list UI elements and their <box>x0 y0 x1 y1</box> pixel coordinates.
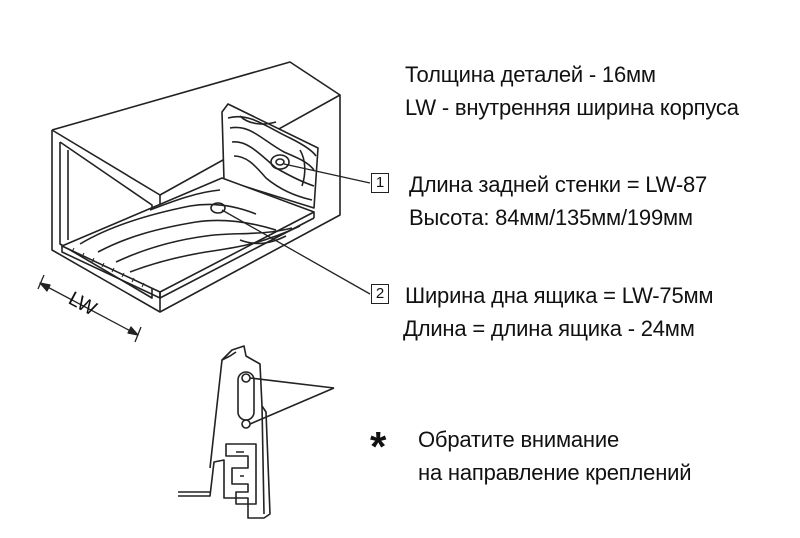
note-asterisk: * <box>370 423 387 470</box>
drawer-bottom <box>61 177 315 299</box>
leader-lines <box>221 163 371 295</box>
note-line-2: на направление креплений <box>418 460 692 485</box>
drawer-profile <box>178 345 335 519</box>
bottom-width-text: Ширина дна ящика = LW-75мм <box>405 283 714 308</box>
back-panel <box>221 103 319 209</box>
lw-dimension-line <box>37 274 142 343</box>
back-wall-height-text: Высота: 84мм/135мм/199мм <box>409 205 693 230</box>
note-line-1: Обратите внимание <box>418 427 620 452</box>
thickness-text: Толщина деталей - 16мм <box>405 62 656 87</box>
bottom-length-text: Длина = длина ящика - 24мм <box>403 316 695 341</box>
callout-marker-2: 2 <box>371 284 389 304</box>
back-wall-length-text: Длина задней стенки = LW-87 <box>409 172 708 197</box>
callout-marker-1: 1 <box>371 173 389 193</box>
lw-definition-text: LW - внутренняя ширина корпуса <box>405 95 739 120</box>
